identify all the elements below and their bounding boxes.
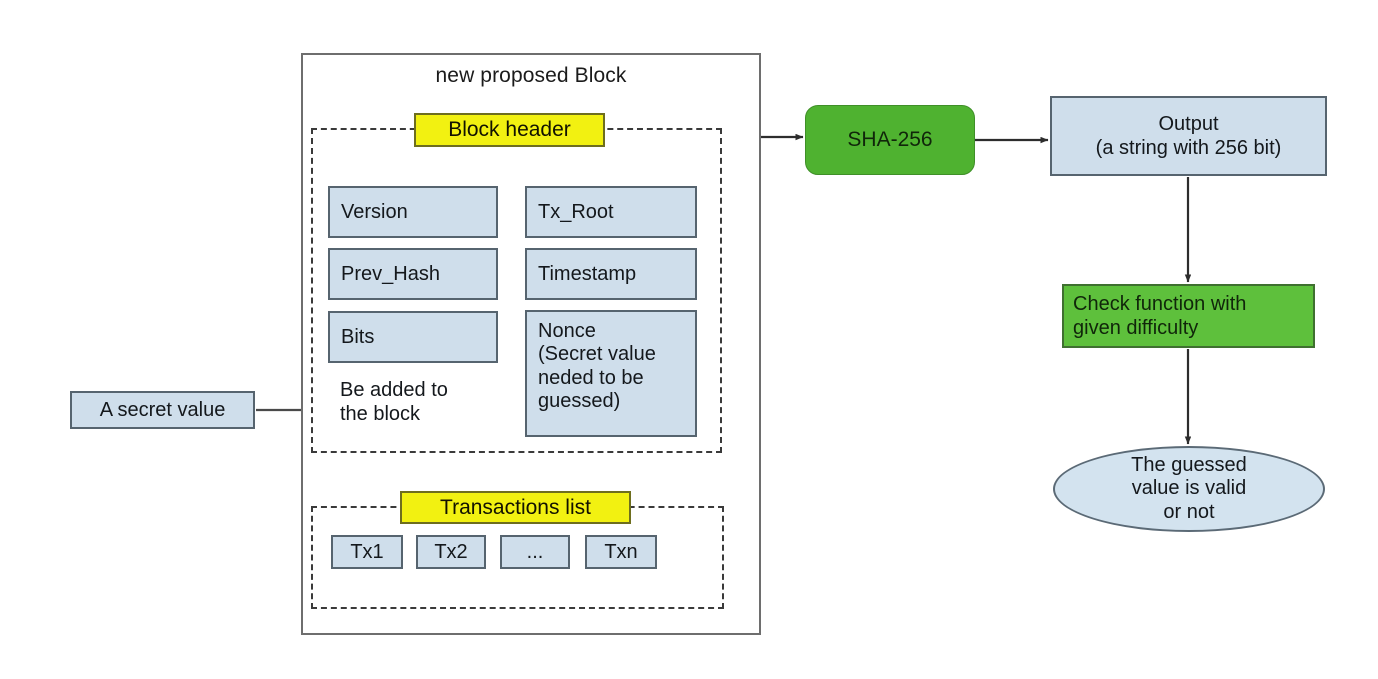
- field-timestamp: Timestamp: [525, 248, 697, 300]
- verdict-line-2: value is valid: [1131, 477, 1247, 500]
- output-node: Output (a string with 256 bit): [1050, 96, 1327, 176]
- be-added-to-block-note: Be added to the block: [340, 379, 448, 425]
- sha256-node: SHA-256: [805, 105, 975, 175]
- check-function-node: Check function with given difficulty: [1062, 284, 1315, 348]
- block-title: new proposed Block: [435, 64, 627, 87]
- verdict-node: The guessed value is valid or not: [1053, 446, 1325, 532]
- field-bits: Bits: [328, 311, 498, 363]
- transaction-item: Tx2: [416, 535, 486, 569]
- verdict-line-3: or not: [1163, 500, 1215, 523]
- verdict-line-1: The guessed: [1131, 453, 1247, 476]
- block-header-label: Block header: [414, 113, 605, 147]
- transactions-list-label: Transactions list: [400, 491, 631, 524]
- transaction-item: Tx1: [331, 535, 403, 569]
- output-line-2: (a string with 256 bit): [1095, 137, 1282, 159]
- field-nonce: Nonce (Secret value neded to be guessed): [525, 310, 697, 437]
- field-tx-root: Tx_Root: [525, 186, 697, 238]
- transaction-item-ellipsis: ...: [500, 535, 570, 569]
- field-version: Version: [328, 186, 498, 238]
- field-prev-hash: Prev_Hash: [328, 248, 498, 300]
- transaction-item: Txn: [585, 535, 657, 569]
- output-line-1: Output: [1158, 112, 1219, 135]
- a-secret-value-node: A secret value: [70, 391, 255, 429]
